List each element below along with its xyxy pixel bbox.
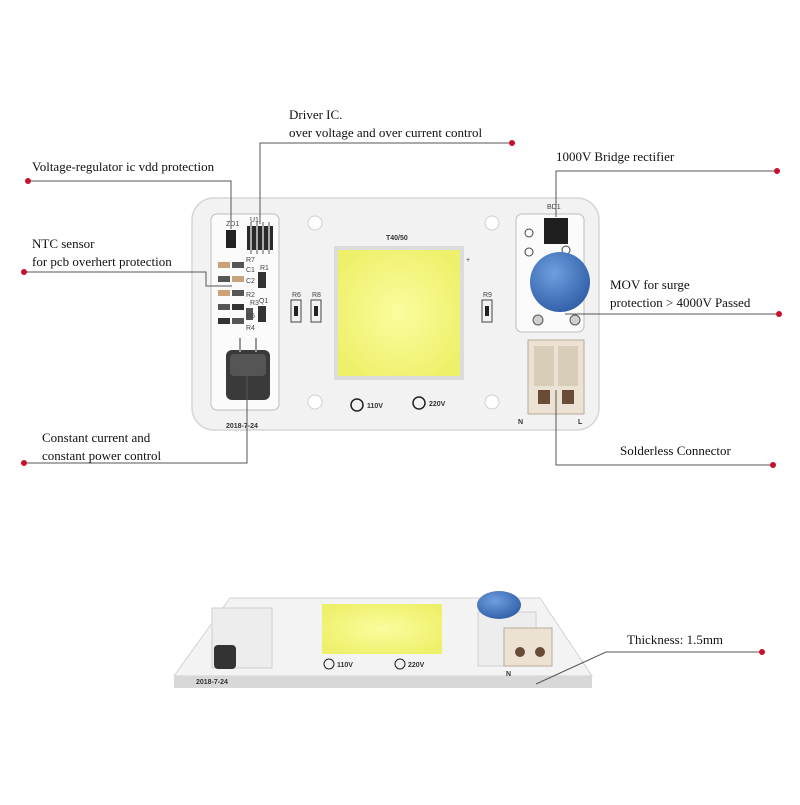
callout-thickness: Thickness: 1.5mm: [627, 632, 724, 647]
mount-hole: [307, 394, 323, 410]
side-transistor: [214, 645, 236, 669]
callout-driver-ic: Driver IC. over voltage and over current…: [289, 106, 482, 142]
side-connector: [503, 627, 553, 667]
callout-mov-line2: protection > 4000V Passed: [610, 295, 751, 310]
side-mov: [477, 591, 521, 619]
ref-r4: R4: [246, 325, 255, 332]
callout-mov-line1: MOV for surge: [610, 277, 690, 292]
ref-r2: R2: [246, 292, 255, 299]
mount-hole: [307, 215, 323, 231]
callout-constant-current: Constant current and constant power cont…: [42, 429, 161, 465]
ref-q1: Q1: [259, 298, 268, 305]
driver-ic: [247, 222, 273, 254]
leader-voltage-regulator: [28, 180, 232, 229]
callout-lines: [24, 142, 779, 685]
mount-hole: [484, 215, 500, 231]
voltage-regulator-chip: [226, 230, 236, 248]
transistor: [226, 338, 270, 400]
callout-ntc-sensor: NTC sensor for pcb overhert protection: [32, 235, 172, 271]
side-terminal-n: N: [506, 671, 511, 678]
side-label-110v: 110V: [337, 662, 353, 669]
callout-bridge-rectifier: 1000V Bridge rectifier: [556, 149, 675, 164]
leader-thickness: [535, 651, 762, 685]
leader-bridge-rectifier: [555, 170, 777, 217]
leader-ntc: [24, 271, 232, 287]
callout-ntc-line1: NTC sensor: [32, 236, 95, 251]
jumper-220v: [412, 396, 426, 410]
r8-pad: [310, 299, 322, 323]
leader-driver-ic: [259, 142, 512, 224]
bridge-rectifier-chip: [544, 218, 568, 244]
mount-hole: [484, 394, 500, 410]
label-110v: 110V: [367, 403, 383, 410]
side-board-edge: [174, 676, 592, 688]
callout-voltage-regulator: Voltage-regulator ic vdd protection: [32, 159, 215, 174]
ref-r3: R3: [250, 300, 259, 307]
ref-c2: C2: [246, 278, 255, 285]
ref-u1: U1: [250, 217, 259, 224]
callout-ntc-line2: for pcb overhert protection: [32, 254, 172, 269]
svg-text:+: +: [466, 257, 470, 264]
callout-driver-ic-line2: over voltage and over current control: [289, 125, 483, 140]
cob-led-chip: [338, 250, 460, 376]
side-label-220v: 220V: [408, 662, 425, 669]
ref-bd1: BD1: [547, 204, 561, 211]
side-view-board: 110V 220V 2018-7-24 N: [173, 591, 593, 688]
ref-r6: R6: [292, 292, 301, 299]
board-model: T40/50: [386, 235, 408, 242]
callout-mov: MOV for surge protection > 4000V Passed: [610, 276, 750, 312]
leader-constant-current: [24, 376, 248, 464]
callout-connector: Solderless Connector: [620, 443, 731, 458]
smd-components: [218, 262, 266, 324]
r6-pad: [290, 299, 302, 323]
label-220v: 220V: [429, 401, 446, 408]
jumper-110v: [350, 398, 364, 412]
terminal-l: L: [578, 419, 583, 426]
ref-zd1: ZD1: [226, 221, 239, 228]
ref-r7: R7: [246, 257, 255, 264]
ref-r8: R8: [312, 292, 321, 299]
side-led-chip: [322, 604, 442, 654]
r9-pad: [481, 299, 493, 323]
ref-r1: R1: [260, 265, 269, 272]
board-date: 2018-7-24: [226, 423, 258, 430]
ref-r9: R9: [483, 292, 492, 299]
terminal-n: N: [518, 419, 523, 426]
callout-constant-current-line1: Constant current and: [42, 430, 151, 445]
leader-connector: [555, 390, 773, 466]
ref-c1: C1: [246, 267, 255, 274]
callout-constant-current-line2: constant power control: [42, 448, 162, 463]
main-board: ZD1 U1 R7 C1 C2 R1 R: [191, 197, 600, 431]
mov-varistor: [530, 252, 590, 312]
callout-driver-ic-line1: Driver IC.: [289, 107, 343, 122]
ref-r5: R5: [246, 313, 255, 320]
callout-dots: [21, 140, 782, 655]
side-date: 2018-7-24: [196, 679, 228, 686]
